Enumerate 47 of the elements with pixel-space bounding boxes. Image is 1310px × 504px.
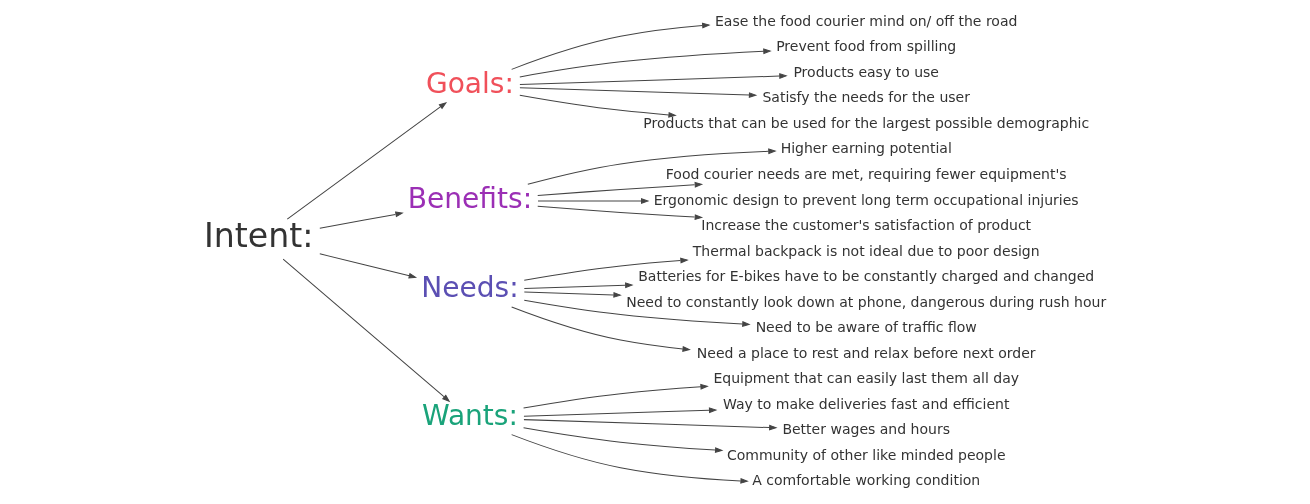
node-text: Ergonomic design to prevent long term occupational injuries <box>653 191 1079 208</box>
node-text: Equipment that can easily last them all day <box>713 370 1020 387</box>
node-text: A comfortable working condition <box>752 472 981 489</box>
node-text: Batteries for E-bikes have to be constantly charged and changed <box>638 268 1095 285</box>
node-text: Prevent food from spilling <box>776 38 957 55</box>
arrow <box>523 257 689 281</box>
node-text: Products easy to use <box>793 63 940 80</box>
arrow <box>537 198 650 204</box>
arrow <box>519 73 788 86</box>
node-text: Satisfy the needs for the user <box>762 89 971 106</box>
arrow <box>282 258 451 403</box>
arrow <box>511 22 711 70</box>
node-text: Intent: <box>204 216 314 256</box>
node-text: Need to constantly look down at phone, dangerous during rush hour <box>626 293 1107 310</box>
node-text: Benefits: <box>407 182 533 216</box>
arrow <box>523 282 634 290</box>
arrow <box>537 205 704 221</box>
arrow <box>527 148 777 185</box>
arrow <box>523 299 751 327</box>
arrow <box>523 291 622 298</box>
node-text: Ease the food courier mind on/ off the road <box>714 12 1018 29</box>
arrow <box>519 94 677 118</box>
arrow <box>537 181 704 197</box>
node-text: Food courier needs are met, requiring fewer equipment's <box>665 166 1067 182</box>
arrow <box>519 48 772 78</box>
arrow <box>511 434 749 484</box>
node-text: Thermal backpack is not ideal due to poor design <box>692 242 1040 259</box>
node-text: Community of other like minded people <box>726 446 1006 463</box>
node-text: Products that can be used for the largest possible demographic <box>643 114 1090 131</box>
node-text: Goals: <box>425 67 514 101</box>
node-text: Wants: <box>421 399 518 433</box>
node-text: Better wages and hours <box>782 421 951 438</box>
node-text: Higher earning potential <box>780 140 952 157</box>
arrow <box>523 383 709 409</box>
arrow <box>286 101 448 220</box>
arrow <box>519 87 758 99</box>
node-text: Increase the customer's satisfaction of product <box>701 217 1032 234</box>
arrow <box>511 306 691 352</box>
arrow <box>523 407 718 417</box>
arrow <box>523 419 778 431</box>
arrow <box>523 427 724 453</box>
node-text: Need to be aware of traffic flow <box>755 319 977 336</box>
arrow <box>319 253 418 279</box>
node-text: Need a place to rest and relax before next order <box>696 344 1036 361</box>
arrow <box>319 211 404 229</box>
node-text: Needs: <box>421 271 519 305</box>
node-text: Way to make deliveries fast and efficient <box>723 395 1010 412</box>
